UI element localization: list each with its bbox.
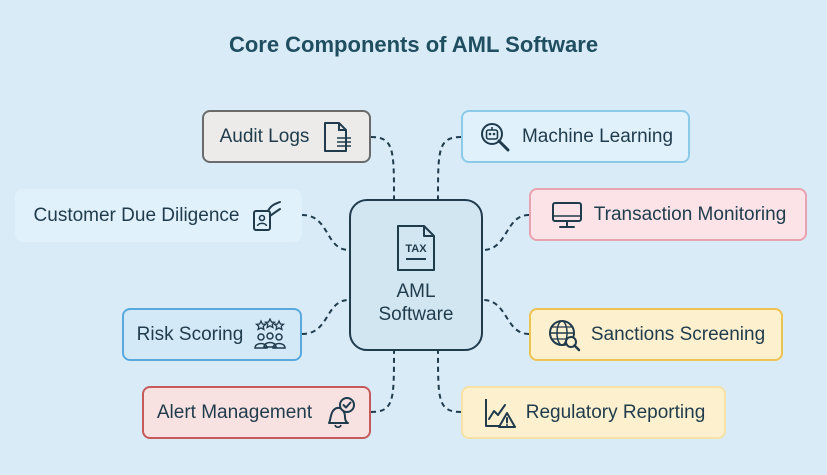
svg-text:TAX: TAX	[405, 243, 427, 255]
node-machine-learning: Machine Learning	[461, 110, 690, 163]
connector-regulatory-reporting	[437, 350, 462, 413]
node-regulatory-reporting: Regulatory Reporting	[461, 386, 726, 439]
node-regulatory-reporting-label: Regulatory Reporting	[525, 401, 706, 423]
connector-customer-due-diligence	[301, 214, 350, 251]
node-risk-scoring: Risk Scoring	[122, 308, 302, 361]
id-card-hand-icon	[253, 200, 282, 231]
rating-people-icon	[254, 317, 287, 349]
connector-transaction-monitoring	[482, 214, 530, 251]
chart-warning-icon	[484, 398, 516, 428]
document-icon	[324, 121, 352, 152]
center-node-aml-software: TAX AML Software	[349, 199, 483, 351]
monitor-icon	[551, 201, 582, 228]
node-alert-management: Alert Management	[142, 386, 371, 439]
connector-risk-scoring	[301, 299, 350, 335]
globe-search-icon	[548, 319, 581, 351]
connector-sanctions-screening	[482, 299, 530, 335]
node-machine-learning-label: Machine Learning	[521, 125, 674, 147]
connector-machine-learning	[437, 136, 462, 200]
node-transaction-monitoring: Transaction Monitoring	[529, 188, 807, 241]
robot-search-icon	[480, 122, 510, 151]
node-risk-scoring-label: Risk Scoring	[136, 323, 244, 345]
center-label-line2: Software	[378, 304, 454, 325]
diagram-title: Core Components of AML Software	[228, 32, 599, 57]
tax-document-icon: TAX	[397, 225, 435, 271]
node-alert-management-label: Alert Management	[156, 401, 313, 423]
node-audit-logs-label: Audit Logs	[219, 125, 310, 147]
node-sanctions-screening-label: Sanctions Screening	[590, 323, 766, 345]
bell-check-icon	[328, 396, 356, 428]
node-sanctions-screening: Sanctions Screening	[529, 308, 783, 361]
connector-audit-logs	[370, 136, 395, 200]
node-transaction-monitoring-label: Transaction Monitoring	[593, 203, 787, 225]
connector-alert-management	[370, 350, 395, 413]
center-label-line1: AML	[396, 281, 436, 302]
node-audit-logs: Audit Logs	[202, 110, 371, 163]
node-customer-due-diligence: Customer Due Diligence	[15, 189, 302, 242]
node-customer-due-diligence-label: Customer Due Diligence	[33, 204, 240, 226]
